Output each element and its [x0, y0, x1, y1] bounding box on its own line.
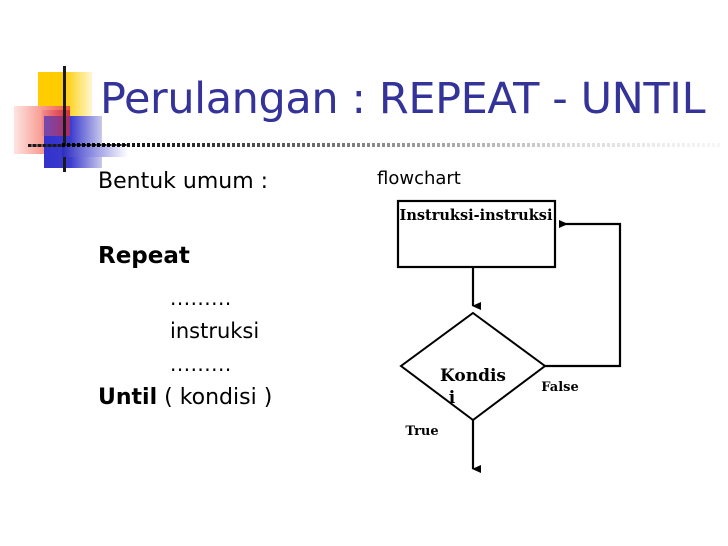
- flowchart-diagram: Instruksi-instruksi Kondis i False True: [396, 199, 622, 473]
- until-condition: ( kondisi ): [164, 385, 273, 410]
- process-box-label: Instruksi-instruksi: [400, 207, 553, 224]
- title-divider: [62, 143, 722, 147]
- flowchart-label: flowchart: [377, 168, 461, 189]
- false-edge-label: False: [541, 380, 578, 395]
- until-statement: Until ( kondisi ): [98, 384, 368, 412]
- logo-crosshair-vertical-icon: [63, 66, 66, 172]
- body-text-block: Bentuk umum : Repeat ......... instruksi…: [98, 168, 368, 412]
- decision-label-line2: i: [449, 388, 456, 408]
- dots-lower: .........: [170, 352, 232, 376]
- true-edge-label: True: [405, 424, 438, 439]
- instruction-label: instruksi: [170, 319, 260, 343]
- until-keyword: Until: [98, 385, 158, 410]
- decision-label-line1: Kondis: [440, 366, 506, 386]
- process-box: [396, 199, 557, 269]
- intro-label: Bentuk umum :: [98, 169, 269, 194]
- repeat-keyword: Repeat: [98, 243, 190, 269]
- title-rule-accent: [62, 146, 128, 157]
- page-title: Perulangan : REPEAT - UNTIL: [100, 74, 706, 124]
- dots-upper: .........: [170, 286, 232, 310]
- edge-false-loop-back: [545, 220, 622, 368]
